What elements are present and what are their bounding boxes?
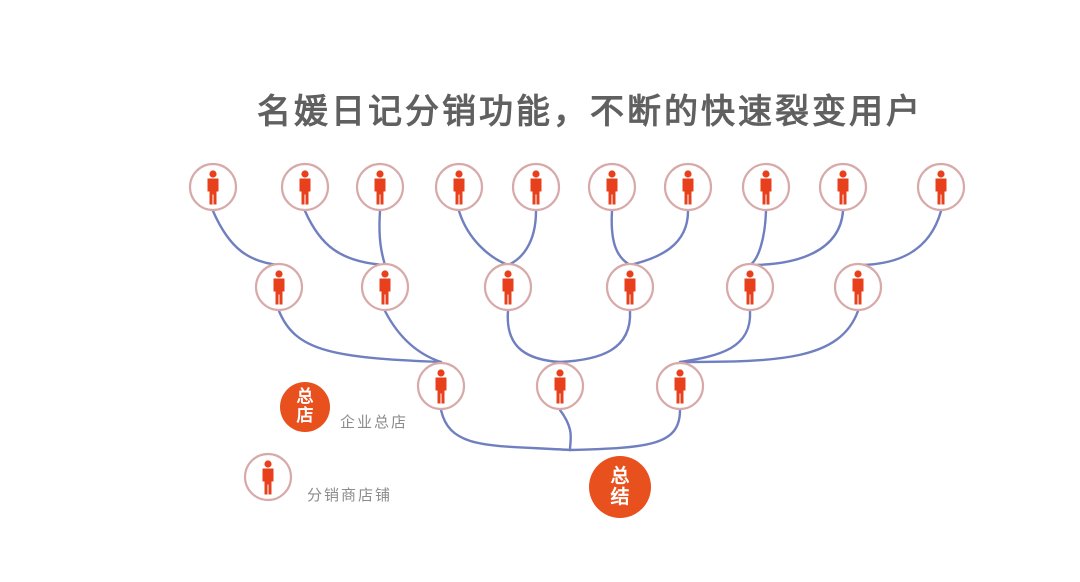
store-node: [416, 361, 466, 411]
store-node: [355, 162, 405, 212]
store-node: [916, 162, 966, 212]
store-node: [663, 162, 713, 212]
store-node: [280, 162, 330, 212]
store-node: [725, 262, 775, 312]
store-node: [483, 262, 533, 312]
level1-nodes: [188, 162, 966, 212]
legend-hq-label: 企业总店: [340, 413, 409, 431]
legend-store-label: 分销商店铺: [307, 486, 393, 504]
store-node: [188, 162, 238, 212]
store-node: [360, 262, 410, 312]
store-node: [655, 361, 705, 411]
store-node: [434, 162, 484, 212]
store-node: [511, 162, 561, 212]
store-node: [741, 162, 791, 212]
legend-hq-badge: 总 店: [280, 382, 330, 432]
tree-links: [211, 209, 943, 452]
store-node: [818, 162, 868, 212]
legend-store-icon: [243, 452, 293, 502]
store-node: [254, 262, 304, 312]
store-node: [535, 361, 585, 411]
store-node: [605, 262, 655, 312]
store-node: [833, 262, 883, 312]
level3-nodes: [416, 361, 705, 411]
diagram-title: 名媛日记分销功能，不断的快速裂变用户: [257, 92, 923, 132]
level2-nodes: [254, 262, 883, 312]
store-node: [587, 162, 637, 212]
root-summary-badge: 总 结: [589, 456, 651, 518]
